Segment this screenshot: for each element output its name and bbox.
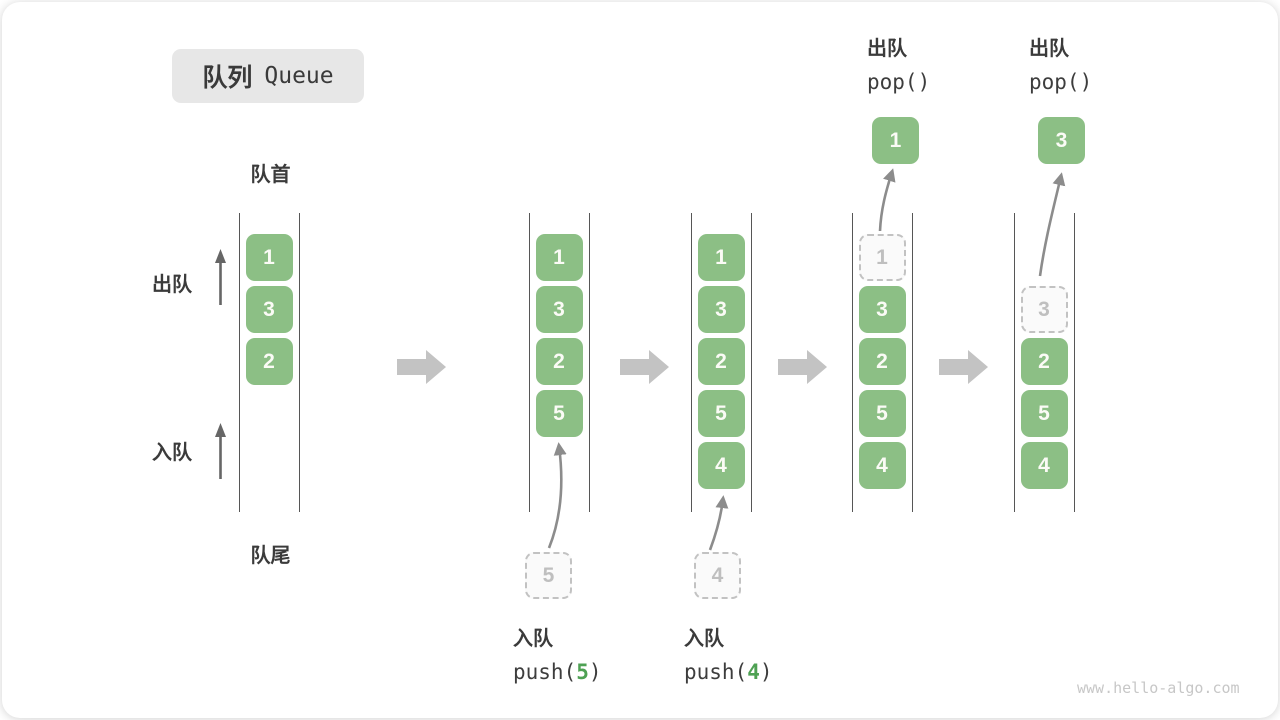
push-label-zh: 入队 — [513, 628, 553, 650]
title-en: Queue — [264, 63, 334, 89]
queue-state-5: 3 2 5 4 — [1014, 213, 1075, 512]
queue-state-3: 1 3 2 5 4 — [691, 213, 752, 512]
dequeue-label: 出队 — [152, 274, 192, 296]
popped-item: 1 — [872, 117, 919, 164]
queue-item: 3 — [697, 286, 745, 333]
flow-arrow-icon — [620, 350, 669, 384]
staged-item: 4 — [694, 552, 741, 599]
enqueue-up-arrow-icon — [215, 423, 226, 479]
enqueue-label: 入队 — [152, 442, 192, 464]
flow-arrow-icon — [939, 350, 988, 384]
queue-state-4: 1 3 2 5 4 — [852, 213, 913, 512]
pop-label-zh: 出队 — [1029, 38, 1069, 60]
title-box: 队列 Queue — [172, 49, 364, 103]
push-path-arrow-icon — [547, 442, 567, 549]
queue-item-removed: 3 — [1020, 286, 1068, 333]
staged-item: 5 — [525, 552, 572, 599]
pop-path-arrow-icon — [878, 168, 896, 232]
queue-item: 5 — [697, 390, 745, 437]
flow-arrow-icon — [778, 350, 827, 384]
pop-operation-2: 出队 pop() — [1029, 32, 1092, 94]
queue-item: 2 — [535, 338, 583, 385]
queue-item: 3 — [535, 286, 583, 333]
push-path-arrow-icon — [708, 495, 729, 551]
queue-item: 5 — [535, 390, 583, 437]
pop-path-arrow-icon — [1038, 172, 1066, 277]
queue-item: 4 — [1020, 442, 1068, 489]
pop-code: pop() — [1029, 70, 1093, 94]
queue-item: 1 — [535, 234, 583, 281]
queue-rear-label: 队尾 — [250, 545, 291, 567]
dequeue-up-arrow-icon — [215, 249, 226, 305]
push-label-zh: 入队 — [684, 628, 724, 650]
push-code: push(5) — [513, 660, 602, 684]
queue-item: 4 — [697, 442, 745, 489]
flow-arrow-icon — [397, 350, 446, 384]
queue-item: 2 — [697, 338, 745, 385]
queue-item-removed: 1 — [858, 234, 906, 281]
queue-state-2: 1 3 2 5 — [529, 213, 590, 512]
push-operation-1: 入队 push(5) — [513, 622, 602, 684]
watermark: www.hello-algo.com — [1077, 679, 1240, 697]
push-arg: 5 — [576, 660, 589, 684]
pop-label-zh: 出队 — [867, 38, 907, 60]
queue-item: 3 — [245, 286, 293, 333]
queue-front-label: 队首 — [250, 164, 291, 186]
queue-item: 5 — [858, 390, 906, 437]
push-operation-2: 入队 push(4) — [684, 622, 773, 684]
queue-item: 2 — [858, 338, 906, 385]
queue-item: 5 — [1020, 390, 1068, 437]
queue-item: 4 — [858, 442, 906, 489]
queue-item: 3 — [858, 286, 906, 333]
pop-code: pop() — [867, 70, 931, 94]
queue-item: 1 — [245, 234, 293, 281]
title-zh: 队列 — [202, 64, 253, 92]
popped-item: 3 — [1038, 117, 1085, 164]
push-code: push(4) — [684, 660, 773, 684]
queue-state-1: 1 3 2 — [239, 213, 300, 512]
pop-operation-1: 出队 pop() — [867, 32, 930, 94]
queue-item: 2 — [1020, 338, 1068, 385]
queue-item: 2 — [245, 338, 293, 385]
push-arg: 4 — [747, 660, 760, 684]
queue-item: 1 — [697, 234, 745, 281]
